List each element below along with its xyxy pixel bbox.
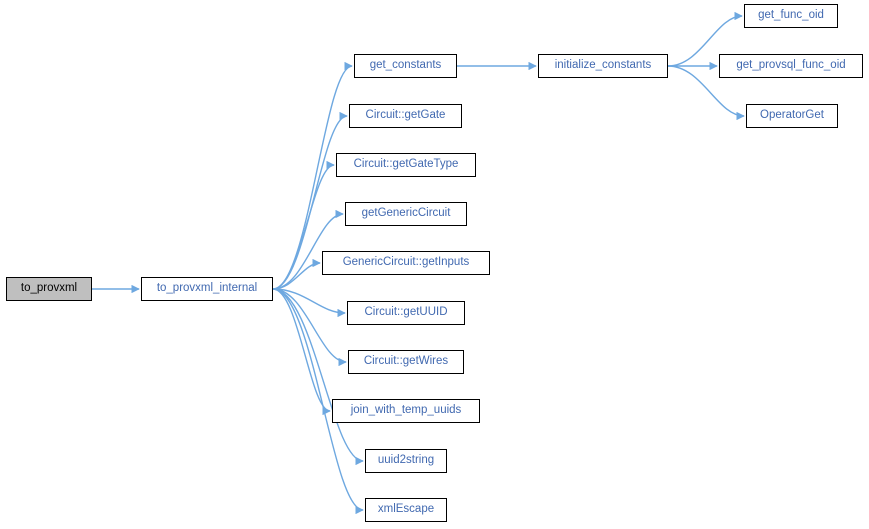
graph-node-initialize_constants[interactable]: initialize_constants	[538, 54, 668, 78]
graph-node-join_with_temp_uuids[interactable]: join_with_temp_uuids	[332, 399, 480, 423]
graph-node-circuit_getuuid[interactable]: Circuit::getUUID	[347, 301, 465, 325]
graph-node-to_provxml_internal[interactable]: to_provxml_internal	[141, 277, 273, 301]
graph-edge-to_provxml_internal-to-circuit_getwires	[272, 288, 347, 367]
graph-node-circuit_getwires[interactable]: Circuit::getWires	[348, 350, 464, 374]
graph-node-get_provsql_func_oid[interactable]: get_provsql_func_oid	[719, 54, 863, 78]
graph-node-circuit_getgate[interactable]: Circuit::getGate	[349, 104, 462, 128]
graph-node-get_func_oid[interactable]: get_func_oid	[744, 4, 838, 28]
graph-edge-to_provxml_internal-to-genericcircuit_getinputs	[272, 258, 321, 290]
graph-node-to_provxml[interactable]: to_provxml	[6, 277, 92, 301]
graph-node-operatorget[interactable]: OperatorGet	[746, 104, 838, 128]
graph-node-circuit_getgatetype[interactable]: Circuit::getGateType	[336, 153, 476, 177]
graph-node-get_constants[interactable]: get_constants	[354, 54, 457, 78]
graph-edge-to_provxml_internal-to-join_with_temp_uuids	[272, 288, 331, 416]
graph-node-getgenericcircuit[interactable]: getGenericCircuit	[345, 202, 467, 226]
graph-node-xmlescape[interactable]: xmlEscape	[365, 498, 447, 522]
graph-node-uuid2string[interactable]: uuid2string	[365, 449, 447, 473]
graph-edge-to_provxml_internal-to-circuit_getuuid	[272, 288, 346, 318]
graph-node-genericcircuit_getinputs[interactable]: GenericCircuit::getInputs	[322, 251, 490, 275]
